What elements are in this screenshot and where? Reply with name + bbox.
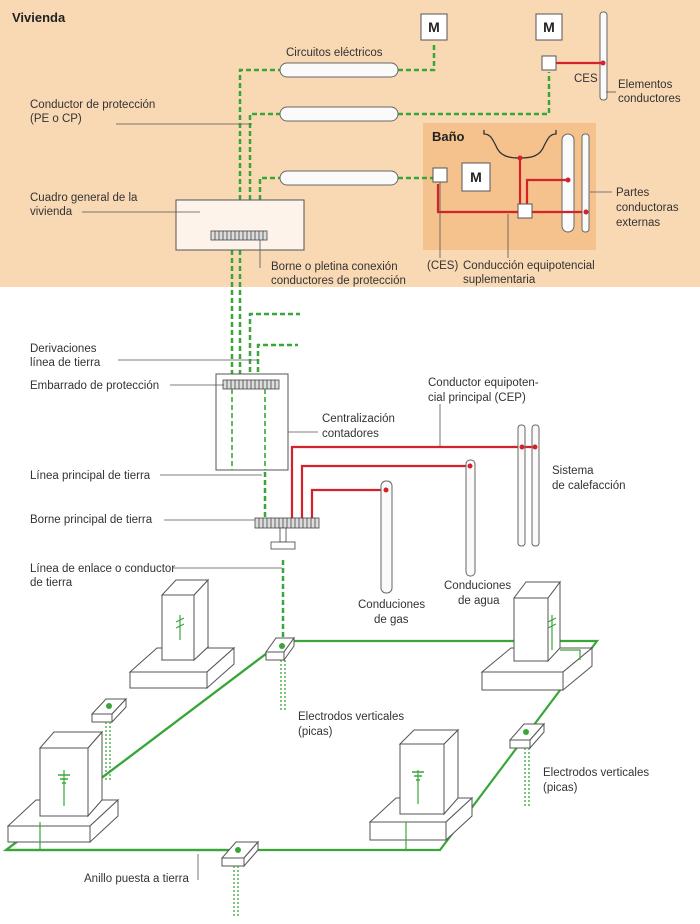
ces-top-label: CES: [574, 73, 598, 85]
heating-pipe-2: [531, 424, 540, 547]
label-enlace-1: Línea de enlace o conductor: [30, 563, 175, 575]
heating-pipe-1: [517, 424, 526, 547]
bath-pipe-wide: [561, 133, 575, 233]
footing-back-right: [480, 580, 594, 692]
label-enlace-2: de tierra: [30, 577, 73, 589]
label-cep-1: Conductor equipoten-: [428, 377, 539, 389]
protection-busbar: [222, 379, 280, 390]
svg-text:M: M: [428, 19, 440, 35]
svg-text:M: M: [470, 169, 482, 185]
meter-centralization-box: [215, 373, 289, 471]
label-electrodos-b-1: Electrodos verticales: [543, 767, 649, 779]
conductive-element-bar: [599, 11, 608, 101]
protection-terminal-strip: [210, 230, 268, 241]
label-electrodos-b-2: (picas): [543, 782, 578, 794]
label-agua-1: Conduciones: [444, 580, 511, 592]
ces-box-top: [541, 55, 557, 71]
label-conductor-prot-1: Conductor de protección: [30, 99, 155, 111]
equipotential-junction-box: [517, 203, 533, 219]
main-equipotential-conductors: [290, 445, 532, 518]
circuit-pipes: [279, 62, 399, 186]
label-linea-principal: Línea principal de tierra: [30, 470, 151, 482]
label-cuadro-2: vivienda: [30, 206, 73, 218]
footing-back-left: [128, 578, 236, 690]
bathroom-title: Baño: [432, 129, 465, 144]
label-equipot-2: suplementaria: [463, 274, 536, 286]
motor-top-middle: M: [420, 13, 448, 41]
label-anillo: Anillo puesta a tierra: [84, 873, 189, 885]
label-cep-2: cial principal (CEP): [428, 392, 526, 404]
svg-text:M: M: [543, 19, 555, 35]
label-circuitos: Circuitos eléctricos: [286, 47, 383, 59]
label-borne-pletina-1: Borne o pletina conexión: [271, 261, 398, 273]
label-electrodos-a-2: (picas): [298, 726, 333, 738]
label-equipot-1: Conducción equipotencial: [463, 260, 595, 272]
label-borne-pletina-2: conductores de protección: [271, 275, 406, 287]
label-sistema-1: Sistema: [552, 465, 594, 477]
label-sistema-2: de calefacción: [552, 480, 626, 492]
footing-front-right: [368, 728, 474, 850]
label-derivaciones-1: Derivaciones: [30, 343, 97, 355]
footing-front-left: [6, 730, 120, 850]
inspection-box-front: [220, 840, 260, 918]
bath-equipotential-lines: [436, 158, 582, 214]
label-agua-2: de agua: [458, 595, 500, 607]
label-partes-1: Partes: [616, 187, 649, 199]
motor-bathroom: M: [461, 162, 491, 192]
label-gas-2: de gas: [374, 614, 409, 626]
label-gas-1: Conduciones: [358, 599, 425, 611]
label-derivaciones-2: línea de tierra: [30, 357, 101, 369]
label-partes-3: externas: [616, 217, 660, 229]
motor-top-right: M: [535, 13, 563, 41]
bath-pipe-thin: [581, 133, 590, 233]
label-cuadro-1: Cuadro general de la: [30, 192, 138, 204]
ces-box-bath: [432, 167, 448, 183]
inspection-box-right: [508, 722, 546, 806]
label-borne-principal: Borne principal de tierra: [30, 514, 153, 526]
label-partes-2: conductoras: [616, 202, 679, 214]
label-embarrado: Embarrado de protección: [30, 380, 159, 392]
house-title: Vivienda: [12, 10, 66, 25]
inspection-box-center: [265, 636, 295, 712]
label-ces-bath: (CES): [427, 260, 458, 272]
water-pipe: [465, 459, 476, 577]
label-elementos-1: Elementos: [618, 79, 673, 91]
main-panel: [175, 199, 305, 251]
label-centralizacion-2: contadores: [322, 428, 379, 440]
label-electrodos-a-1: Electrodos verticales: [298, 711, 404, 723]
label-elementos-2: conductores: [618, 93, 681, 105]
label-centralizacion-1: Centralización: [322, 413, 395, 425]
inspection-box-left: [90, 697, 128, 782]
label-conductor-prot-2: (PE o CP): [30, 113, 82, 125]
main-earth-terminal: [254, 517, 320, 550]
gas-pipe: [380, 480, 393, 594]
